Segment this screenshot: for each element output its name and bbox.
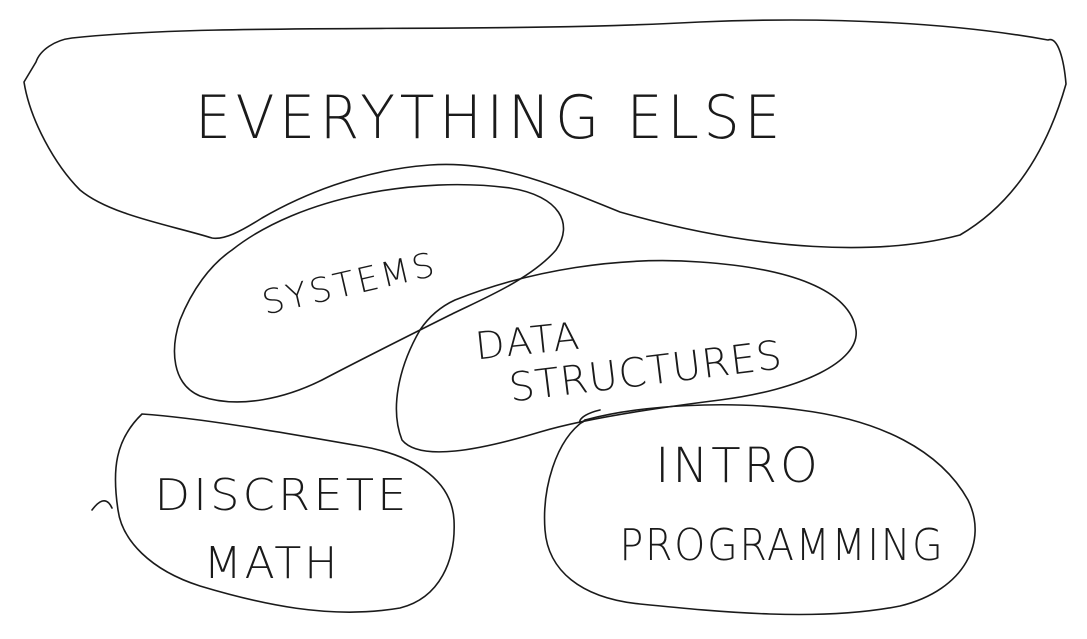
label-everything-else: EVERYTHING ELSE: [195, 83, 785, 153]
blob-data-structures: DATA STRUCTURES: [395, 259, 857, 453]
blob-systems: SYSTEMS: [173, 183, 565, 403]
label-discrete-math-line1: DISCRETE: [155, 470, 410, 521]
blob-everything-else-outline: [23, 19, 1067, 249]
label-intro-programming-line1: INTRO: [655, 438, 821, 494]
blob-intro-programming: INTRO PROGRAMMING: [543, 404, 976, 616]
blob-discrete-math-outline: [114, 413, 455, 613]
blob-discrete-math: DISCRETE MATH: [91, 413, 455, 613]
label-intro-programming-line2: PROGRAMMING: [620, 520, 945, 571]
label-systems: SYSTEMS: [259, 245, 442, 324]
blob-systems-outline: [173, 183, 565, 403]
label-discrete-math-line2: MATH: [204, 538, 341, 589]
blob-data-structures-outline: [395, 259, 857, 453]
blob-intro-programming-outline: [543, 404, 976, 616]
blob-everything-else: EVERYTHING ELSE: [23, 19, 1067, 249]
blob-intro-programming-tail: [579, 409, 601, 424]
blob-discrete-math-tail: [91, 500, 113, 511]
